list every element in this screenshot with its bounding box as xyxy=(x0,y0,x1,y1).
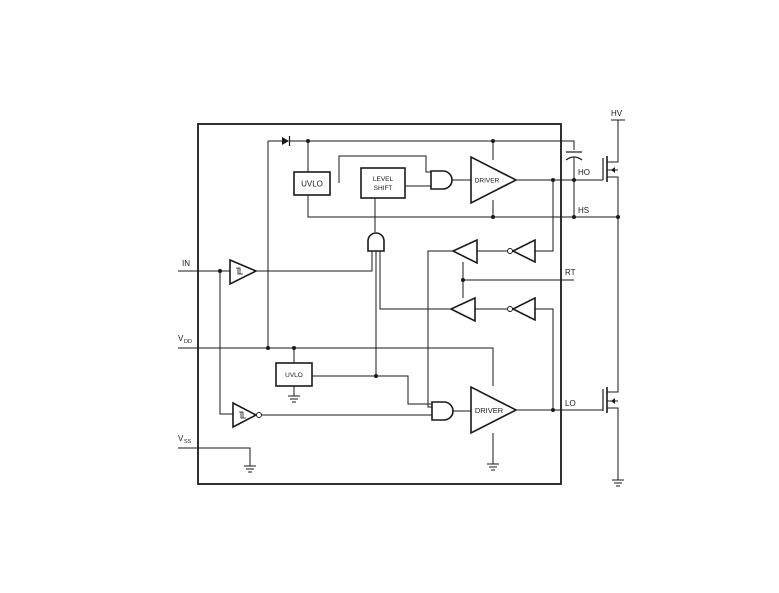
junction-dot xyxy=(266,346,270,350)
junction-dot xyxy=(572,178,576,182)
and-gate-mid xyxy=(367,232,385,252)
inverter-bubble xyxy=(507,306,513,312)
pin-vdd-label: V xyxy=(178,334,184,343)
bootstrap-capacitor-icon xyxy=(565,151,583,217)
inverter-bubble xyxy=(256,412,262,418)
schmitt-buffer-high xyxy=(229,258,258,286)
level-shift-label-line1: LEVEL xyxy=(373,176,394,183)
level-shift-block xyxy=(360,167,406,199)
ground-icon xyxy=(244,465,256,473)
and-gate-high xyxy=(430,170,453,190)
pin-vdd-subscript: DD xyxy=(184,339,192,345)
feedback-buffer-low-b xyxy=(449,296,476,323)
ground-icon xyxy=(487,463,499,471)
pin-vss-subscript: SS xyxy=(184,439,192,445)
driver-low-block xyxy=(470,385,518,435)
driver-high-block xyxy=(470,155,518,205)
uvlo-low-out xyxy=(312,375,432,405)
pin-hs-label: HS xyxy=(578,206,589,215)
vss-wire xyxy=(178,447,251,466)
feedback-buffer-high-b xyxy=(451,238,478,265)
midpoint-rail xyxy=(607,217,619,393)
inverter-bubble xyxy=(507,248,513,254)
feedback-to-low-and xyxy=(427,250,453,408)
pin-hv-label: HV xyxy=(611,109,623,118)
hv-rail xyxy=(607,119,625,163)
ground-icon xyxy=(288,395,300,403)
feedback-buffer-low-a xyxy=(511,296,536,322)
level-shift-label-line2: SHIFT xyxy=(374,185,393,192)
feedback-buffer-high-a xyxy=(511,238,536,264)
pin-rt-label: RT xyxy=(565,268,576,277)
bootstrap-diode-icon xyxy=(282,136,291,146)
and-mid-input-1 xyxy=(256,251,373,272)
driver-low-label: DRIVER xyxy=(475,406,504,415)
uvlo-high-label: UVLO xyxy=(301,180,323,189)
pin-lo-label: LO xyxy=(565,399,576,408)
mosfet-low-icon xyxy=(602,387,619,480)
pin-vss-label: V xyxy=(178,434,184,443)
pin-ho-label: HO xyxy=(578,168,590,177)
vdd-wire xyxy=(178,347,494,386)
junction-dot xyxy=(572,215,576,219)
ho-feedback-wire xyxy=(535,180,554,252)
junction-dot xyxy=(491,215,495,219)
hysteresis-icon xyxy=(239,411,246,419)
hb-rail xyxy=(290,140,575,150)
lo-feedback-wire xyxy=(535,308,554,410)
hysteresis-icon xyxy=(236,267,243,275)
ic-package-outline xyxy=(197,123,562,485)
uvlo-high-wire xyxy=(338,155,432,183)
in-to-low-wire xyxy=(219,271,233,415)
uvlo-low-label: UVLO xyxy=(285,372,303,379)
and-gate-low xyxy=(431,401,454,421)
uvlo-high-block xyxy=(293,171,331,196)
schmitt-inverter-low xyxy=(232,401,258,429)
driver-high-label: DRIVER xyxy=(475,178,500,185)
mosfet-high-icon xyxy=(602,156,619,217)
and-mid-input-3 xyxy=(379,251,450,310)
pin-in-label: IN xyxy=(182,259,190,268)
hs-rail xyxy=(307,195,618,218)
ground-icon xyxy=(612,479,624,487)
